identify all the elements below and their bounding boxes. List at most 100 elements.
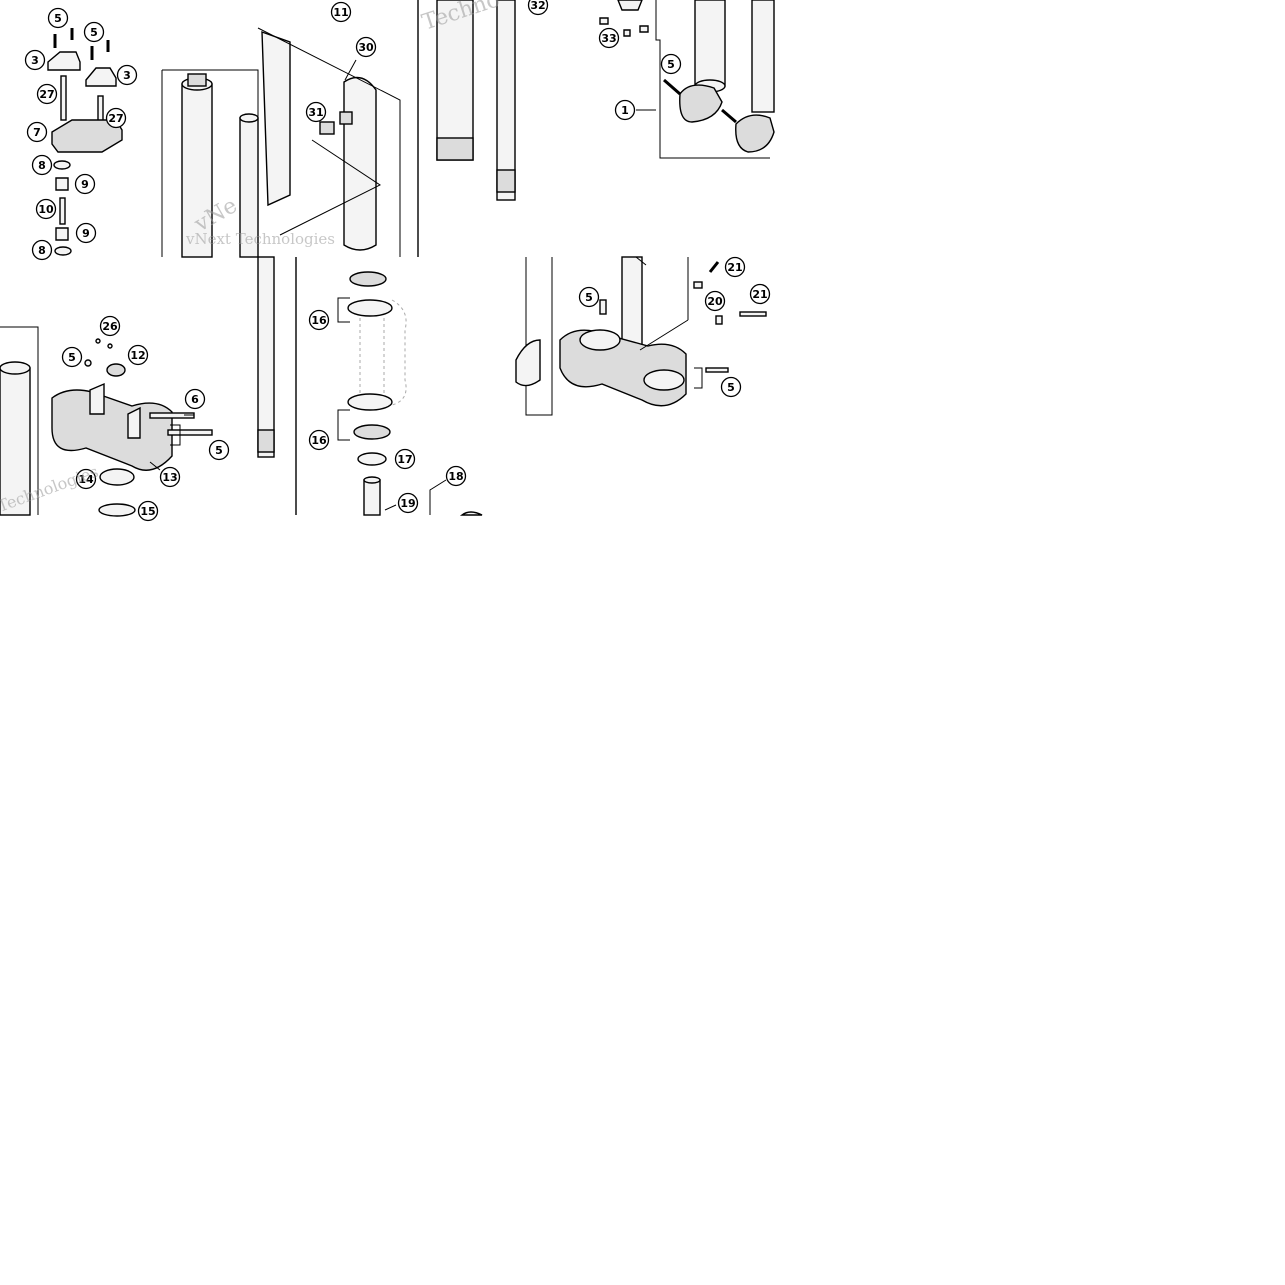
clamp-body-right [735,114,775,153]
callout-number: 27 [108,112,123,125]
callout-19-31: 19 [397,492,419,514]
callout-number: 3 [31,54,39,67]
callout-number: 30 [358,41,374,54]
fork-legs-tall [417,0,516,257]
callout-16-28: 16 [308,429,330,451]
callout-number: 12 [130,349,145,362]
seal-17 [357,452,387,466]
callout-number: 16 [311,434,327,447]
callout-number: 9 [82,227,90,240]
callout-number: 11 [333,6,348,19]
bearing-lower [353,424,391,440]
upper-clamp-left [47,51,81,71]
callout-8-11: 8 [31,239,53,261]
bearing-upper [349,271,387,287]
callout-number: 32 [530,0,545,12]
callout-15-26: 15 [137,500,159,522]
callout-number: 20 [707,295,723,308]
callout-3-3: 3 [116,64,138,86]
callout-9-8: 9 [74,173,96,195]
long-bolt-left [60,75,67,121]
handlebar-clamp-assembly [47,28,123,256]
callout-number: 3 [123,69,131,82]
callout-21-35: 21 [749,283,771,305]
upper-clamp-right [85,67,117,87]
callout-number: 5 [54,12,62,25]
callout-number: 21 [727,261,742,274]
callout-number: 1 [621,104,629,117]
callout-17-29: 17 [394,448,416,470]
callout-21-32: 21 [724,256,746,278]
callout-number: 5 [585,291,593,304]
race-lower [347,393,393,411]
callout-number: 33 [601,32,616,45]
callout-26-19: 26 [99,315,121,337]
callout-number: 8 [38,244,46,257]
callout-number: 5 [667,58,675,71]
callout-6-22: 6 [184,388,206,410]
callout-number: 14 [78,473,94,486]
callout-14-25: 14 [75,468,97,490]
callout-20-34: 20 [704,290,726,312]
callout-number: 5 [90,26,98,39]
lower-triple-clamp-right [515,256,767,416]
callout-number: 15 [140,505,155,518]
callout-16-27: 16 [308,309,330,331]
bearing-15 [98,503,136,517]
callout-7-6: 7 [26,121,48,143]
callout-5-20: 5 [61,346,83,368]
dust-seal-14 [99,468,135,486]
triple-clamp-top-right [599,0,775,159]
triple-clamp-upper [51,389,173,471]
callout-33-16: 33 [598,27,620,49]
callout-number: 6 [191,393,199,406]
callout-number: 31 [308,106,323,119]
callout-number: 26 [102,320,118,333]
callout-5-36: 5 [720,376,742,398]
lower-clamp [51,119,123,153]
washer-top [53,160,71,170]
callout-number: 9 [81,178,89,191]
washer-bottom [54,246,72,256]
callout-10-9: 10 [35,198,57,220]
callout-32-15: 32 [527,0,549,16]
race-upper [347,299,393,317]
callout-number: 21 [752,288,767,301]
callout-number: 5 [215,444,223,457]
steering-stem-bearings [257,256,483,516]
callout-5-17: 5 [660,53,682,75]
callout-11-12: 11 [330,1,352,23]
callout-number: 16 [311,314,327,327]
callout-number: 5 [68,351,76,364]
callout-number: 5 [727,381,735,394]
callout-number: 8 [38,159,46,172]
callout-number: 17 [397,453,412,466]
callout-number: 19 [400,497,415,510]
callout-number: 7 [33,126,41,139]
bushing-top [55,177,69,191]
callout-number: 18 [448,470,463,483]
callout-18-30: 18 [445,465,467,487]
callout-30-13: 30 [355,36,377,58]
fork-guard-right [343,76,377,251]
spacer-10 [59,197,66,225]
callout-1-18: 1 [614,99,636,121]
callout-12-21: 12 [127,344,149,366]
callout-5-0: 5 [47,7,69,29]
callout-number: 27 [39,88,54,101]
callout-5-1: 5 [83,21,105,43]
fork-guard-left [261,30,291,207]
lower-triple-clamp-left [0,326,213,517]
clamp-body-left [679,84,723,123]
watermark-text-1: vNext Technologies [185,230,335,248]
triple-clamp-lower-right [559,329,687,407]
callout-27-5: 27 [105,107,127,129]
steering-nut [106,363,126,377]
callout-number: 13 [162,471,177,484]
callout-5-33: 5 [578,286,600,308]
callout-8-7: 8 [31,154,53,176]
callout-number: 10 [38,203,54,216]
callout-9-10: 9 [75,222,97,244]
